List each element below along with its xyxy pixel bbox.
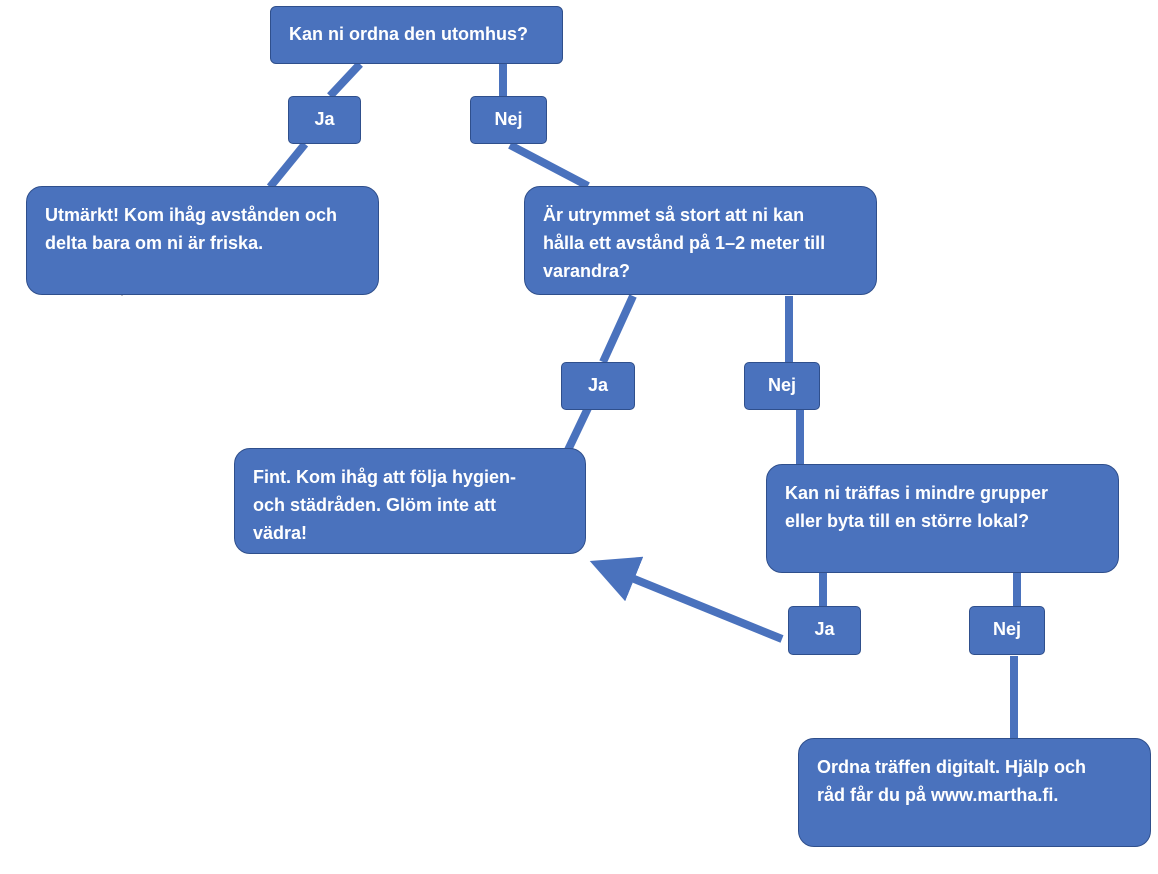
question-space: Är utrymmet så stort att ni kan hålla et… [524,186,877,295]
label-yes-1: Ja [288,96,361,144]
connector-nej-to-q2 [508,141,590,190]
label-no-3: Nej [969,606,1045,655]
answer-fine: Fint. Kom ihåg att följa hygien- och stä… [234,448,586,554]
arrow-ja-to-fine [589,556,784,643]
connector-ja-to-excellent [266,141,309,190]
connector-q2-to-ja [599,294,637,364]
answer-excellent: Utmärkt! Kom ihåg avstånden och delta ba… [26,186,379,295]
connector-ja-to-fine [564,406,592,452]
answer-digital: Ordna träffen digitalt. Hjälp och råd få… [798,738,1151,847]
label-yes-3: Ja [788,606,861,655]
label-no-2: Nej [744,362,820,410]
label-no-1: Nej [470,96,547,144]
connector-q1-to-ja [327,61,363,99]
question-outdoors: Kan ni ordna den utomhus? [270,6,563,64]
label-yes-2: Ja [561,362,635,410]
question-smaller-groups: Kan ni träffas i mindre grupper eller by… [766,464,1119,573]
